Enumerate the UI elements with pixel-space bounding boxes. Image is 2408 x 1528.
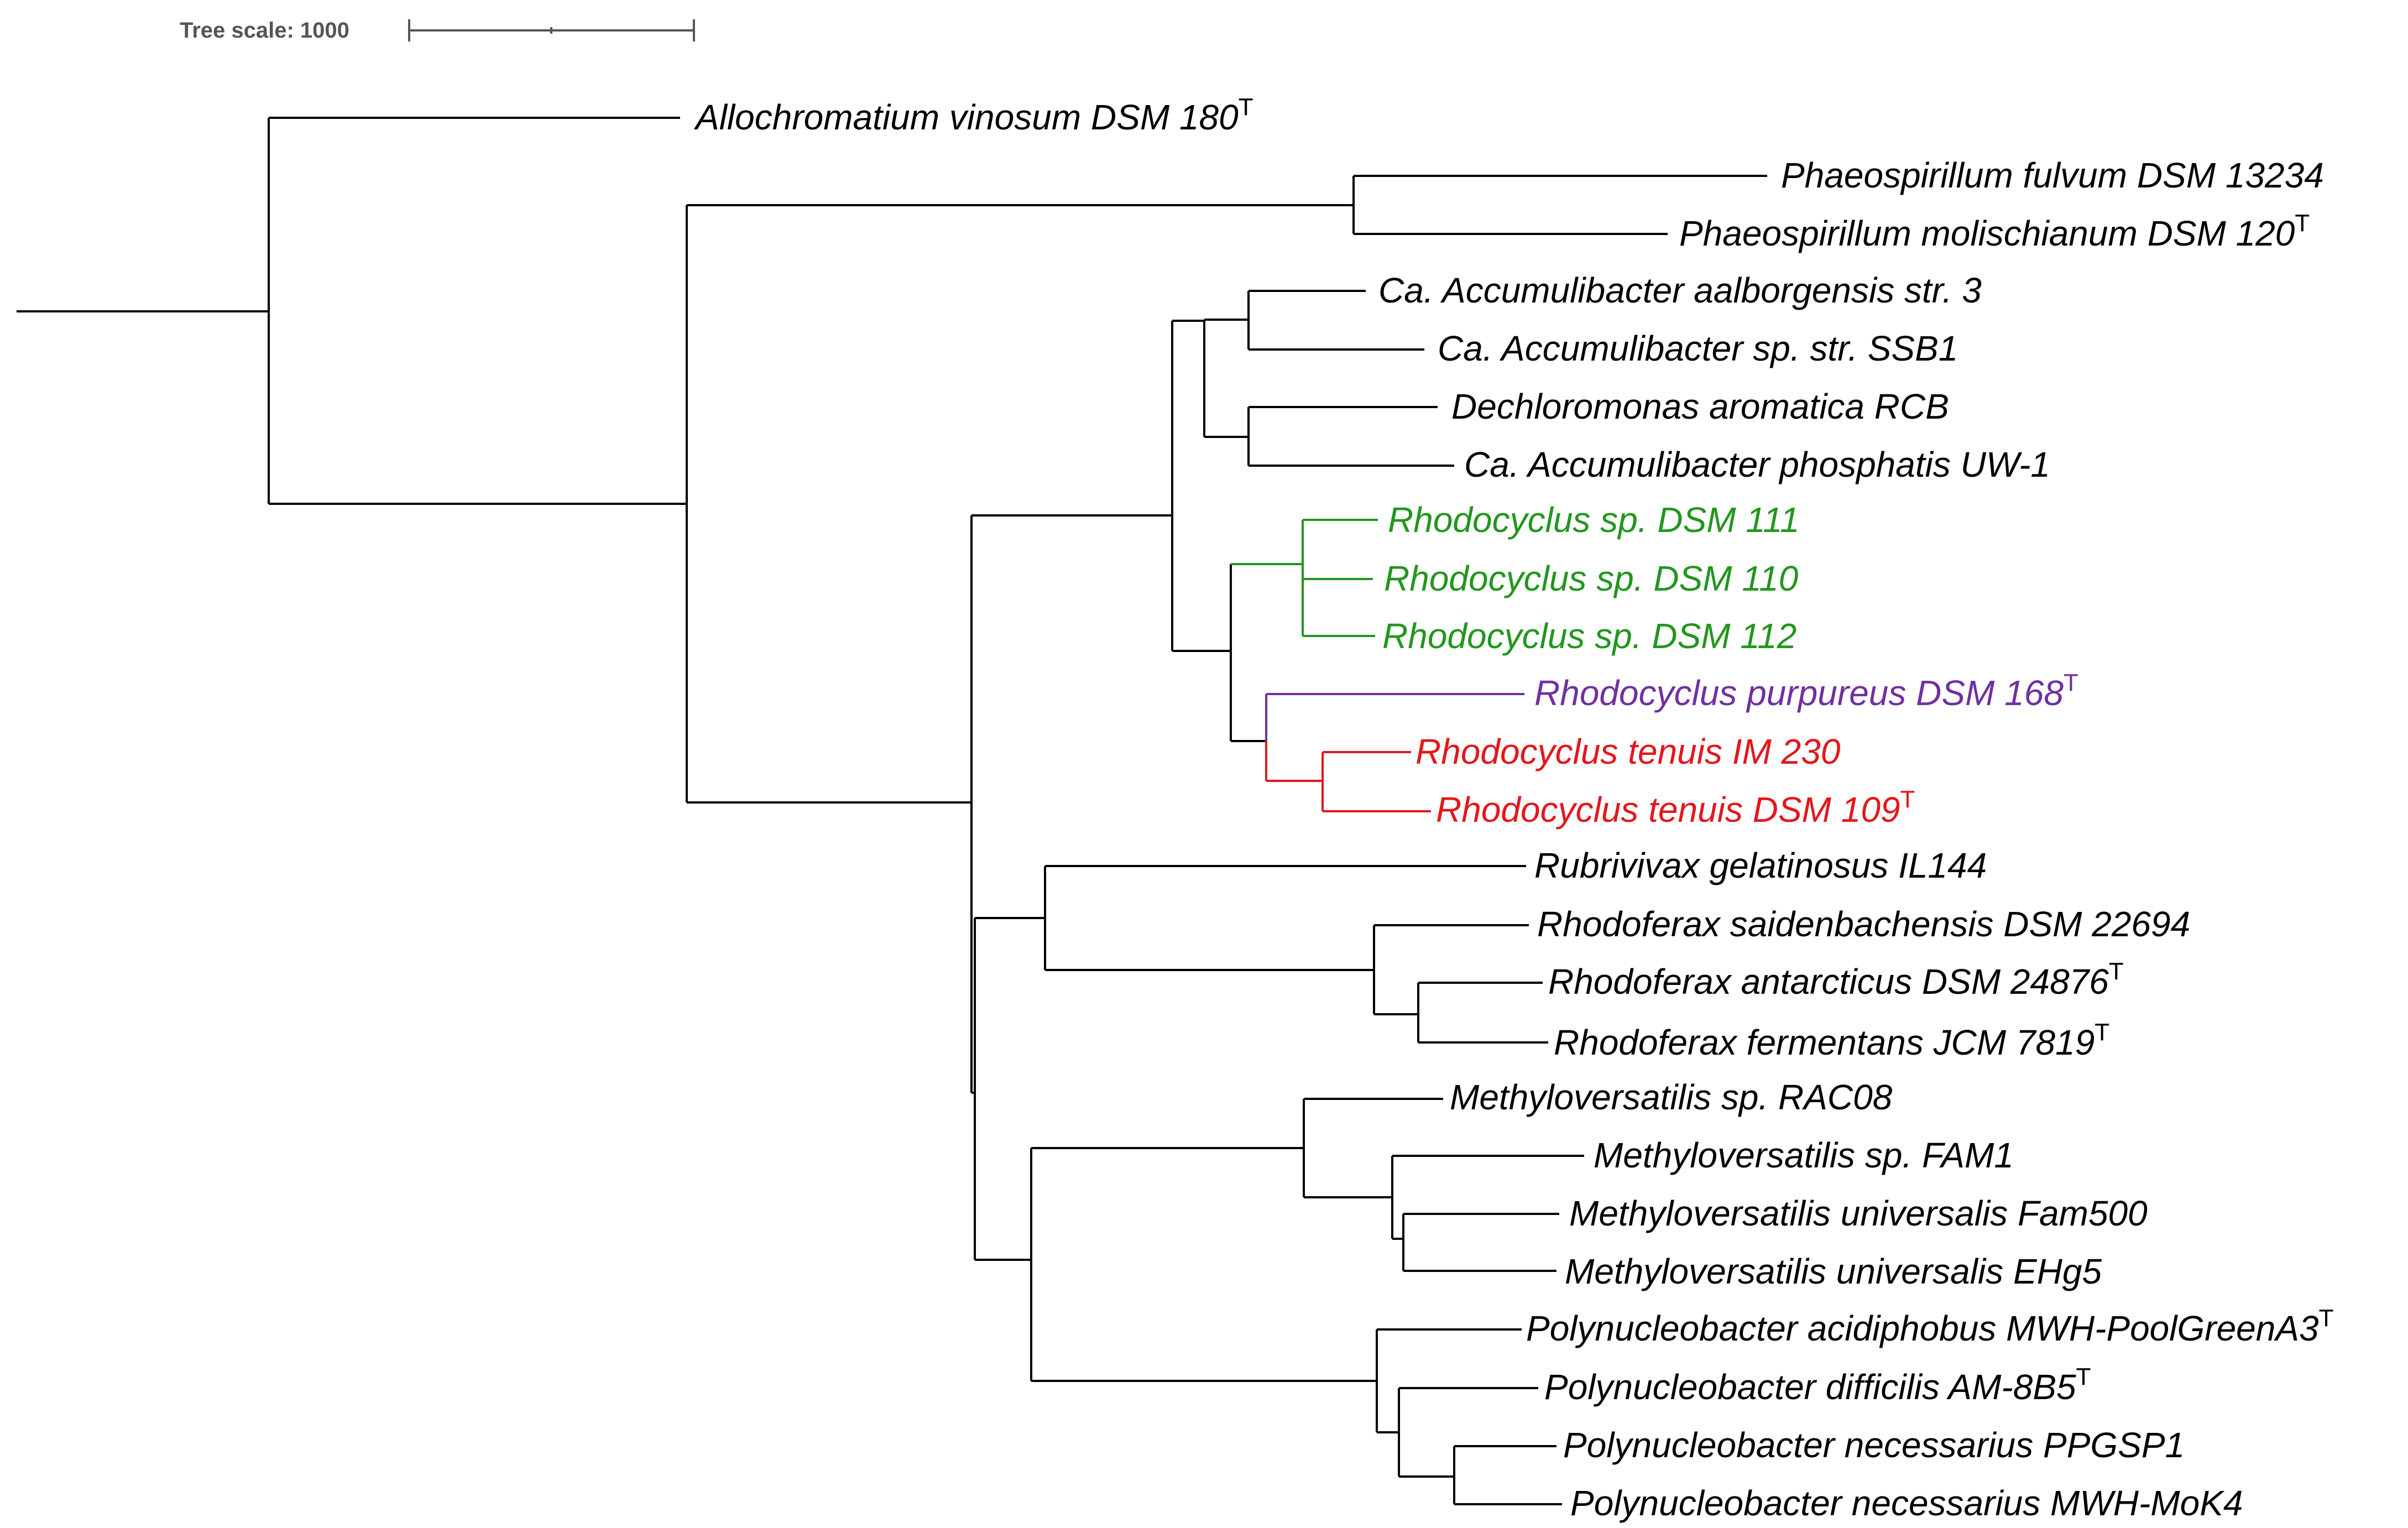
type-strain-mark: T [2094,1019,2109,1046]
type-strain-mark: T [1239,93,1253,121]
taxon-label: Methyloversatilis sp. FAM1 [1594,1135,2014,1175]
green-clade-branches [1231,519,1378,637]
taxon-label: Phaeospirillum molischianum DSM 120T [1679,210,2310,253]
taxon-name: Rhodoferax saidenbachensis DSM 22694 [1537,904,2190,944]
taxon-name: Polynucleobacter necessarius MWH-MoK4 [1570,1483,2243,1523]
taxon-label: Allochromatium vinosum DSM 180T [693,93,1253,137]
taxon-name: Dechloromonas aromatica RCB [1451,387,1949,426]
taxon-label: Rhodoferax saidenbachensis DSM 22694 [1537,904,2190,944]
taxon-name: Methyloversatilis sp. RAC08 [1450,1077,1893,1117]
taxon-name: Methyloversatilis sp. FAM1 [1594,1135,2014,1175]
tree-scale-bar [408,19,695,41]
taxon-labels: Allochromatium vinosum DSM 180TPhaeospir… [693,93,2334,1523]
taxon-label: Rhodocyclus purpureus DSM 168T [1534,669,2078,713]
taxon-name: Rhodocyclus sp. DSM 112 [1382,616,1796,656]
taxon-label: Polynucleobacter acidiphobus MWH-PoolGre… [1526,1305,2334,1348]
taxon-name: Polynucleobacter acidiphobus MWH-PoolGre… [1526,1308,2319,1348]
taxon-label: Rhodocyclus sp. DSM 112 [1382,616,1796,656]
type-strain-mark: T [2109,958,2124,985]
taxon-label: Polynucleobacter necessarius MWH-MoK4 [1570,1483,2243,1523]
taxon-name: Phaeospirillum molischianum DSM 120 [1679,213,2295,253]
taxon-name: Methyloversatilis universalis Fam500 [1569,1193,2148,1233]
taxon-label: Ca. Accumulibacter sp. str. SSB1 [1438,328,1958,368]
taxon-label: Rhodoferax antarcticus DSM 24876T [1548,958,2124,1002]
taxon-name: Ca. Accumulibacter phosphatis UW-1 [1464,445,2050,484]
taxon-name: Rhodocyclus tenuis IM 230 [1415,732,1841,771]
tree-branches [17,117,1767,1505]
taxon-label: Polynucleobacter difficilis AM-8B5T [1544,1363,2091,1407]
taxon-name: Rhodoferax antarcticus DSM 24876 [1548,962,2109,1002]
taxon-label: Methyloversatilis universalis EHg5 [1565,1251,2102,1291]
taxon-name: Rhodocyclus sp. DSM 110 [1384,559,1799,598]
purple-clade-branches [1265,693,1524,741]
type-strain-mark: T [2076,1363,2091,1390]
taxon-label: Polynucleobacter necessarius PPGSP1 [1563,1425,2185,1465]
taxon-name: Allochromatium vinosum DSM 180 [693,97,1239,137]
taxon-label: Methyloversatilis universalis Fam500 [1569,1193,2148,1233]
taxon-label: Rhodocyclus tenuis DSM 109T [1436,786,1915,830]
taxon-name: Rhodocyclus sp. DSM 111 [1388,500,1800,540]
taxon-name: Rhodocyclus purpureus DSM 168 [1534,673,2064,713]
taxon-label: Rhodocyclus sp. DSM 110 [1384,559,1799,598]
type-strain-mark: T [2319,1305,2334,1332]
red-clade-branches [1265,741,1431,812]
taxon-label: Ca. Accumulibacter phosphatis UW-1 [1464,445,2050,484]
taxon-label: Methyloversatilis sp. RAC08 [1450,1077,1893,1117]
taxon-name: Rhodoferax fermentans JCM 7819 [1554,1023,2094,1062]
type-strain-mark: T [2064,669,2078,696]
taxon-name: Rubrivivax gelatinosus IL144 [1534,846,1987,885]
taxon-name: Polynucleobacter difficilis AM-8B5 [1544,1367,2076,1407]
type-strain-mark: T [2295,210,2310,237]
taxon-name: Methyloversatilis universalis EHg5 [1565,1251,2102,1291]
taxon-label: Rubrivivax gelatinosus IL144 [1534,846,1987,885]
taxon-label: Rhodocyclus sp. DSM 111 [1388,500,1800,540]
taxon-name: Ca. Accumulibacter sp. str. SSB1 [1438,328,1958,368]
tree-scale: Tree scale: 1000 [180,18,695,43]
taxon-label: Dechloromonas aromatica RCB [1451,387,1949,426]
taxon-name: Phaeospirillum fulvum DSM 13234 [1781,155,2324,195]
taxon-name: Ca. Accumulibacter aalborgensis str. 3 [1378,270,1982,310]
type-strain-mark: T [1900,786,1915,813]
taxon-label: Rhodoferax fermentans JCM 7819T [1554,1019,2109,1062]
tree-scale-label: Tree scale: 1000 [180,18,349,43]
taxon-name: Polynucleobacter necessarius PPGSP1 [1563,1425,2185,1465]
taxon-label: Ca. Accumulibacter aalborgensis str. 3 [1378,270,1982,310]
taxon-name: Rhodocyclus tenuis DSM 109 [1436,790,1900,830]
taxon-label: Phaeospirillum fulvum DSM 13234 [1781,155,2324,195]
taxon-label: Rhodocyclus tenuis IM 230 [1415,732,1841,771]
